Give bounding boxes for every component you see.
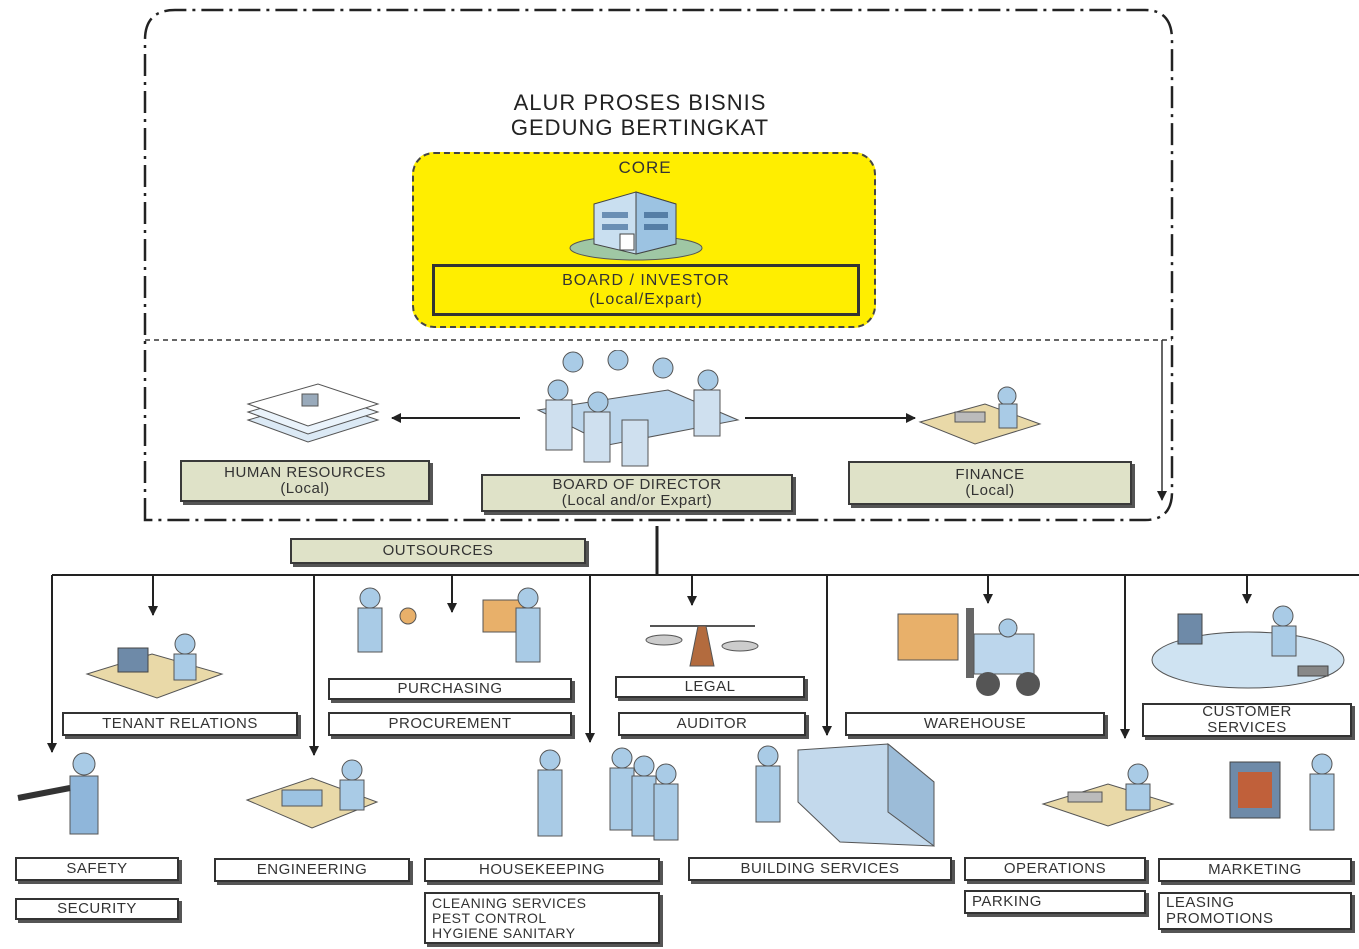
security-label: SECURITY — [57, 900, 137, 917]
tenant-relations-box: TENANT RELATIONS — [62, 712, 298, 736]
board-investor-subtitle: (Local/Expart) — [589, 291, 703, 308]
parking-box: PARKING — [964, 890, 1146, 914]
engineering-desk-icon — [245, 759, 379, 829]
marketing-label: MARKETING — [1208, 861, 1302, 878]
customer-services-line-1: CUSTOMER — [1202, 703, 1292, 720]
finance-desk-icon — [918, 386, 1042, 445]
building-services-label: BUILDING SERVICES — [740, 860, 900, 877]
board-investor-box: BOARD / INVESTOR (Local/Expart) — [432, 264, 860, 316]
warehouse-box: WAREHOUSE — [845, 712, 1105, 736]
outer-boundary — [143, 8, 1174, 522]
promotions-label: PROMOTIONS — [1166, 910, 1274, 927]
human-resources-subtitle: (Local) — [280, 480, 330, 497]
human-resources-box: HUMAN RESOURCES (Local) — [180, 460, 430, 502]
pest-control-label: PEST CONTROL — [432, 909, 547, 926]
housekeeping-box: HOUSEKEEPING — [424, 858, 660, 882]
legal-label: LEGAL — [684, 678, 736, 695]
customer-service-desk-icon — [1151, 605, 1345, 689]
diagram-title: ALUR PROSES BISNIS GEDUNG BERTINGKAT — [400, 90, 880, 140]
customer-services-line-2: SERVICES — [1207, 719, 1287, 736]
safety-label: SAFETY — [66, 860, 128, 877]
purchasing-box: PURCHASING — [328, 678, 572, 700]
security-box: SECURITY — [15, 898, 179, 920]
building-icon — [569, 191, 703, 261]
legal-box: LEGAL — [615, 676, 805, 698]
board-of-director-subtitle: (Local and/or Expart) — [561, 492, 713, 509]
operations-box: OPERATIONS — [964, 857, 1146, 881]
procurement-label: PROCUREMENT — [388, 715, 512, 732]
finance-box: FINANCE (Local) — [848, 461, 1132, 505]
housekeeping-sub-box: CLEANING SERVICES PEST CONTROL HYGIENE S… — [424, 892, 660, 944]
engineering-label: ENGINEERING — [256, 861, 368, 878]
auditor-box: AUDITOR — [618, 712, 806, 736]
finance-subtitle: (Local) — [965, 482, 1015, 499]
housekeeping-label: HOUSEKEEPING — [478, 861, 606, 878]
building-services-box: BUILDING SERVICES — [688, 857, 952, 881]
housekeeping-staff-icon — [537, 747, 679, 841]
documents-icon — [246, 383, 380, 443]
core-label: CORE — [618, 158, 672, 177]
auditor-label: AUDITOR — [676, 715, 748, 732]
purchasing-figures-icon — [357, 587, 541, 663]
presentation-screen-icon — [1229, 753, 1335, 831]
security-guard-icon — [17, 752, 99, 835]
forklift-icon — [897, 608, 1040, 696]
marketing-box: MARKETING — [1158, 858, 1352, 882]
operations-desk-icon — [1041, 763, 1175, 827]
outsources-box: OUTSOURCES — [290, 538, 586, 564]
human-resources-title: HUMAN RESOURCES — [224, 464, 386, 481]
marketing-sub-box: LEASING PROMOTIONS — [1158, 892, 1352, 930]
server-racks-icon — [755, 742, 935, 847]
leasing-label: LEASING — [1166, 894, 1235, 911]
warehouse-label: WAREHOUSE — [923, 715, 1027, 732]
finance-title: FINANCE — [955, 466, 1025, 483]
tenant-desk-icon — [85, 633, 224, 699]
title-line-1: ALUR PROSES BISNIS — [513, 90, 767, 115]
board-of-director-title: BOARD OF DIRECTOR — [552, 476, 722, 493]
title-line-2: GEDUNG BERTINGKAT — [510, 115, 770, 140]
customer-services-box: CUSTOMER SERVICES — [1142, 703, 1352, 737]
procurement-box: PROCUREMENT — [328, 712, 572, 736]
purchasing-label: PURCHASING — [397, 680, 503, 697]
tenant-relations-label: TENANT RELATIONS — [102, 715, 258, 732]
engineering-box: ENGINEERING — [214, 858, 410, 882]
scales-of-justice-icon — [645, 625, 759, 667]
board-investor-title: BOARD / INVESTOR — [562, 272, 730, 289]
outsources-label: OUTSOURCES — [382, 542, 494, 559]
parking-label: PARKING — [972, 893, 1042, 910]
safety-box: SAFETY — [15, 857, 179, 881]
board-of-director-box: BOARD OF DIRECTOR (Local and/or Expart) — [481, 474, 793, 512]
operations-label: OPERATIONS — [1003, 860, 1107, 877]
board-meeting-icon — [536, 350, 740, 467]
hygiene-sanitary-label: HYGIENE SANITARY — [432, 924, 576, 941]
cleaning-services-label: CLEANING SERVICES — [432, 894, 587, 911]
